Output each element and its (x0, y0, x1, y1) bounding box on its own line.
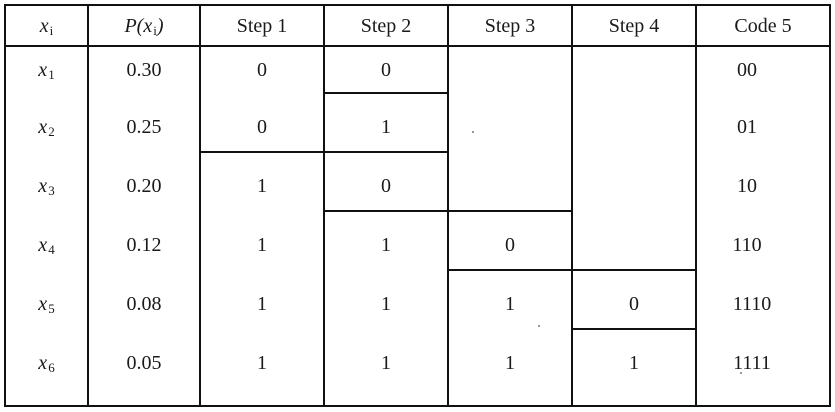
table-row-4-code: 110 (732, 233, 762, 256)
table-row-6-step4: 1 (629, 351, 639, 374)
table-left-border (4, 4, 6, 407)
table-row-4-step2: 1 (381, 233, 391, 256)
row-2-symbol-letter: x (38, 115, 48, 138)
table-row-2-step2: 1 (381, 115, 391, 138)
table-top-border (4, 4, 831, 6)
table-right-border (829, 4, 831, 407)
step3-split-line (447, 269, 697, 271)
table-row-6-step1: 1 (257, 351, 267, 374)
col-divider-5 (571, 4, 573, 407)
col-divider-4 (447, 4, 449, 407)
row-5-symbol-letter: x (38, 292, 48, 315)
header-step3: Step 3 (484, 14, 536, 37)
table-row-1-step2: 0 (381, 58, 391, 81)
step4-split-line (571, 328, 697, 330)
table-row-2-step3 (449, 100, 571, 153)
row-4-symbol-subscript: 4 (48, 242, 55, 257)
header-code: Code 5 (734, 14, 792, 37)
header-p-suffix: ) (156, 14, 164, 37)
table-row-4-probability: 0.12 (126, 233, 162, 256)
header-separator (4, 45, 831, 47)
row-2-symbol-subscript: 2 (48, 124, 55, 139)
row-5-symbol-subscript: 5 (48, 301, 55, 316)
row-6-symbol-letter: x (38, 351, 48, 374)
header-p-symbol: x (143, 14, 153, 37)
row-3-symbol-subscript: 3 (48, 183, 55, 198)
header-step1: Step 1 (236, 14, 288, 37)
table-row-5-step2: 1 (381, 292, 391, 315)
table-row-4-step3: 0 (505, 233, 515, 256)
table-bottom-border (4, 405, 831, 407)
table-row-6-step3: 1 (505, 351, 515, 374)
table-row-5-code: 1110 (732, 292, 772, 315)
col-divider-6 (695, 4, 697, 407)
step2-split-line-a (323, 92, 449, 94)
scan-speck (740, 372, 742, 374)
step2-split-line-b (323, 210, 573, 212)
scan-speck (538, 325, 540, 327)
row-1-symbol-letter: x (38, 58, 48, 81)
table-row-1-step1: 0 (257, 58, 267, 81)
table-row-3-step4 (573, 159, 695, 212)
table-row-2-code: 01 (737, 115, 757, 138)
table-row-2-step1: 0 (257, 115, 267, 138)
table-row-5-probability: 0.08 (126, 292, 162, 315)
step1-split-line (199, 151, 449, 153)
row-3-symbol-letter: x (38, 174, 48, 197)
table-row-1-step4 (573, 47, 695, 92)
table-row-3-code: 10 (737, 174, 757, 197)
header-step2: Step 2 (360, 14, 412, 37)
table-row-3-probability: 0.20 (126, 174, 162, 197)
row-6-symbol-subscript: 6 (48, 360, 55, 375)
table-row-2-probability: 0.25 (126, 115, 162, 138)
table-row-5-step3: 1 (505, 292, 515, 315)
header-xi-symbol: x (39, 14, 49, 37)
header-p-subscript: i (153, 23, 157, 38)
table-row-6-step2: 1 (381, 351, 391, 374)
table-row-6-probability: 0.05 (126, 351, 162, 374)
table-row-4-step4 (573, 218, 695, 271)
col-divider-3 (323, 4, 325, 407)
table-row-1-probability: 0.30 (126, 58, 162, 81)
table-row-1-code: 00 (737, 58, 757, 81)
row-4-symbol-letter: x (38, 233, 48, 256)
table-row-3-step3 (449, 159, 571, 212)
scan-speck (472, 131, 474, 133)
table-row-3-step2: 0 (381, 174, 391, 197)
col-divider-1 (87, 4, 89, 407)
table-row-3-step1: 1 (257, 174, 267, 197)
row-1-symbol-subscript: 1 (48, 67, 55, 82)
header-xi-subscript: i (49, 23, 54, 38)
table-row-6-code: 1111 (733, 351, 771, 374)
header-p-prefix: P( (124, 14, 144, 37)
table-row-4-step1: 1 (257, 233, 267, 256)
col-divider-2 (199, 4, 201, 407)
table-row-2-step4 (573, 100, 695, 153)
table-row-1-step3 (449, 47, 571, 92)
header-step4: Step 4 (608, 14, 660, 37)
table-row-5-step1: 1 (257, 292, 267, 315)
table-row-5-step4: 0 (629, 292, 639, 315)
